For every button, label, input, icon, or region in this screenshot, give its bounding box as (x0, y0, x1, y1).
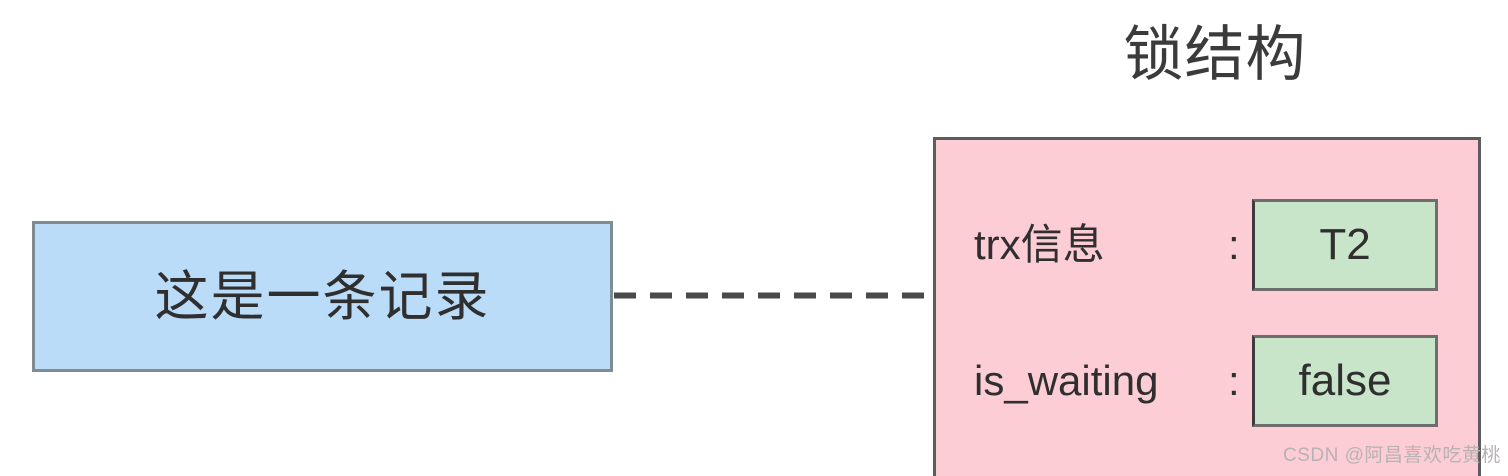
lock-field-value-box-is-waiting: false (1252, 335, 1438, 427)
watermark: CSDN @阿昌喜欢吃黄桃 (1283, 445, 1501, 466)
lock-field-label-is-waiting: is_waiting (974, 357, 1159, 404)
lock-field-separator: : (1228, 357, 1240, 404)
record-node-label: 这是一条记录 (154, 266, 491, 327)
dashed-connector-line (614, 292, 936, 299)
lock-field-value-box-trx: T2 (1252, 199, 1438, 291)
lock-field-row: trx信息 : T2 (936, 197, 1478, 293)
page-title: 锁结构 (1123, 21, 1307, 88)
lock-field-value-is-waiting: false (1298, 356, 1392, 405)
record-node: 这是一条记录 (32, 221, 613, 372)
lock-structure-node: trx信息 : T2 is_waiting : false (933, 137, 1481, 476)
lock-field-value-trx: T2 (1319, 220, 1371, 269)
dashed-connector (614, 292, 936, 299)
lock-field-separator: : (1228, 221, 1240, 268)
lock-field-label-trx: trx信息 (974, 221, 1105, 268)
lock-field-row: is_waiting : false (936, 333, 1478, 429)
